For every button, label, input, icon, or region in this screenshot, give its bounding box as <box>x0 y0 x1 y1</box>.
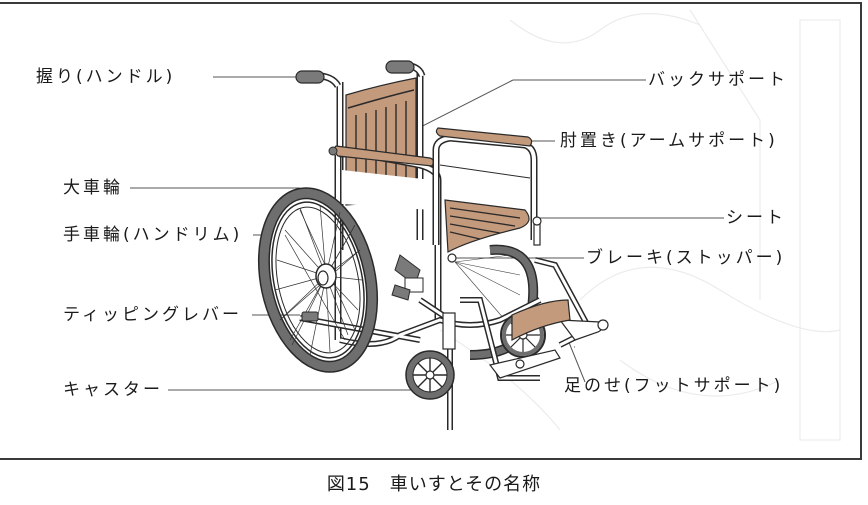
large-wheel <box>257 187 379 373</box>
label-tipping-lever: ティッピングレバー <box>63 305 242 325</box>
far-arm-pad <box>435 127 533 147</box>
seat-group <box>444 199 542 253</box>
leg-strap <box>511 299 571 342</box>
near-foot-plate <box>488 349 561 379</box>
leader-lines <box>130 76 724 391</box>
tipping-lever-part <box>301 311 319 322</box>
left-grip <box>295 70 325 84</box>
near-leg-rest <box>460 297 561 381</box>
label-hand-rim: 手車輪(ハンドリム) <box>63 225 243 245</box>
figure-frame <box>0 2 862 460</box>
far-foot-plate <box>558 319 604 341</box>
label-back-support: バックサポート <box>648 70 788 90</box>
right-grip <box>385 60 415 74</box>
wheelchair-illustration <box>130 60 724 430</box>
label-seat: シート <box>726 208 786 228</box>
figure-caption: 図15 車いすとその名称 <box>326 474 542 495</box>
label-caster: キャスター <box>63 380 163 400</box>
background-show-through <box>439 9 841 441</box>
label-brake: ブレーキ(ストッパー) <box>586 248 786 268</box>
label-foot-support: 足のせ(フットサポート) <box>564 376 784 396</box>
label-large-wheel: 大車輪 <box>63 178 123 198</box>
label-arm-support: 肘置き(アームサポート) <box>560 131 778 151</box>
near-arm-frame <box>328 145 442 340</box>
far-leg-rest <box>511 257 609 348</box>
label-handle: 握り(ハンドル) <box>36 67 176 87</box>
near-caster <box>405 312 456 400</box>
far-arm-frame <box>432 127 538 245</box>
hand-rim <box>271 201 365 359</box>
brake-assembly <box>391 253 457 301</box>
